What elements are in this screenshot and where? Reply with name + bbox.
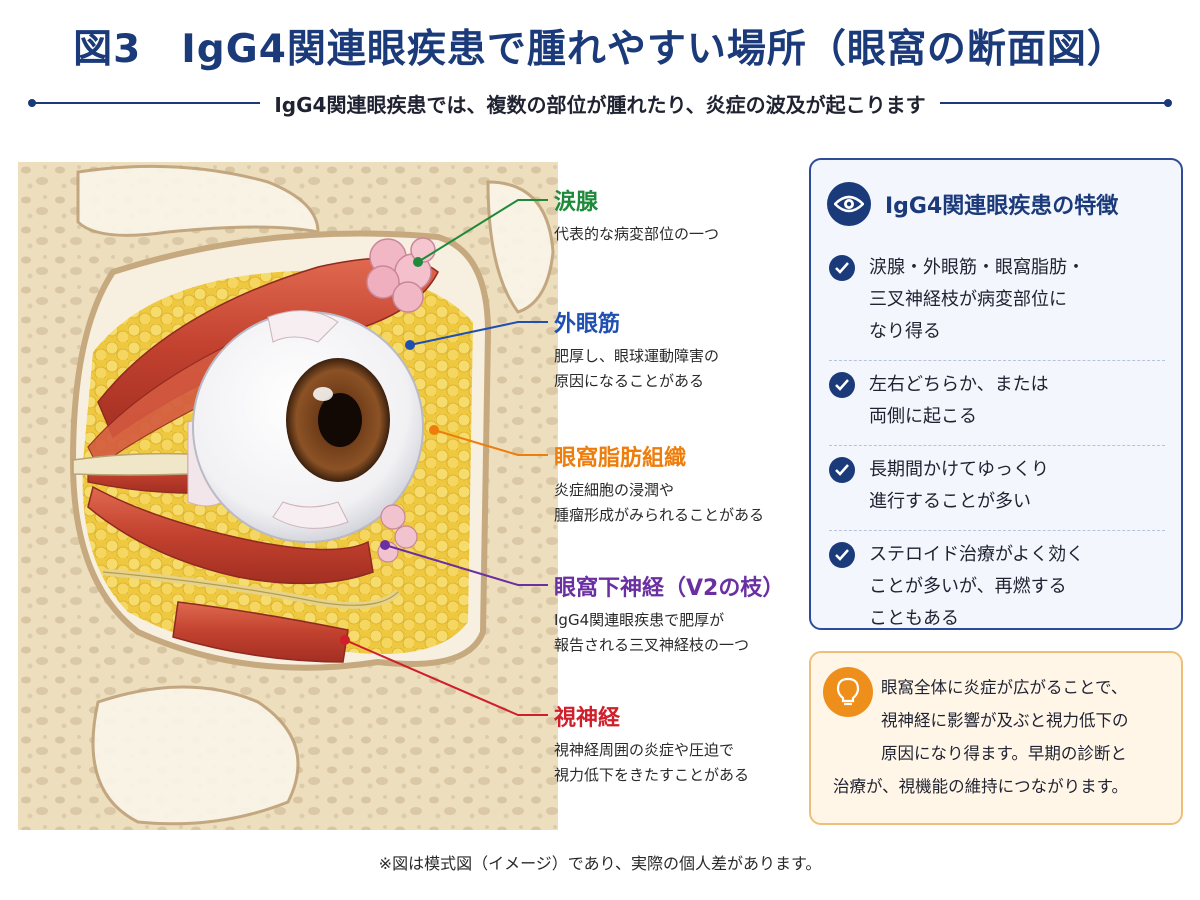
- feature-text: 涙腺・外眼筋・眼窩脂肪・ 三叉神経枝が病変部位に なり得る: [869, 257, 1085, 342]
- label-desc: IgG4関連眼疾患で肥厚が 報告される三叉神経枝の一つ: [554, 611, 750, 654]
- label-desc: 肥厚し、眼球運動障害の 原因になることがある: [554, 347, 720, 390]
- note-line: 眼窩全体に炎症が広がることで、: [881, 678, 1128, 697]
- subtitle-divider-left: [27, 99, 261, 107]
- inferior-rectus-muscle: [87, 485, 374, 585]
- check-icon: [829, 372, 855, 398]
- subtitle-divider-right: [939, 99, 1173, 107]
- subtitle-row: IgG4関連眼疾患では、複数の部位が腫れたり、炎症の波及が起こります: [27, 88, 1173, 118]
- label-desc: 炎症細胞の浸潤や 腫瘤形成がみられることがある: [554, 481, 765, 524]
- check-icon: [829, 457, 855, 483]
- note-line: 原因になり得ます。早期の診断と: [881, 744, 1127, 763]
- orbit-cross-section-illustration: [18, 162, 558, 830]
- features-title: IgG4関連眼疾患の特徴: [885, 194, 1119, 219]
- feature-text: 左右どちらか、または 両側に起こる: [869, 374, 1049, 427]
- feature-item: ステロイド治療がよく効く ことが多いが、再燃する こともある: [829, 531, 1165, 647]
- label-title: 視神経: [554, 706, 621, 731]
- footnote: ※図は模式図（イメージ）であり、実際の個人差があります。: [378, 854, 822, 873]
- label-title: 眼窩下神経（V2の枝）: [554, 576, 785, 601]
- label-lacrimal-gland: 涙腺 代表的な病変部位の一つ: [554, 184, 804, 247]
- label-extraocular-muscle: 外眼筋 肥厚し、眼球運動障害の 原因になることがある: [554, 306, 804, 394]
- label-orbital-fat: 眼窩脂肪組織 炎症細胞の浸潤や 腫瘤形成がみられることがある: [554, 440, 804, 528]
- label-optic-nerve: 視神経 視神経周囲の炎症や圧迫で 視力低下をきたすことがある: [554, 700, 804, 788]
- subtitle: IgG4関連眼疾患では、複数の部位が腫れたり、炎症の波及が起こります: [274, 92, 926, 117]
- inferior-oblique-muscle: [172, 601, 349, 663]
- label-title: 外眼筋: [554, 312, 621, 337]
- label-title: 眼窩脂肪組織: [554, 446, 687, 471]
- feature-text: 長期間かけてゆっくり 進行することが多い: [869, 459, 1049, 512]
- lightbulb-icon: [823, 667, 873, 717]
- check-icon: [829, 255, 855, 281]
- note-panel: 眼窩全体に炎症が広がることで、視神経に影響が及ぶと視力低下の原因になり得ます。早…: [809, 651, 1183, 825]
- feature-item: 涙腺・外眼筋・眼窩脂肪・ 三叉神経枝が病変部位に なり得る: [829, 244, 1165, 361]
- feature-item: 左右どちらか、または 両側に起こる: [829, 361, 1165, 446]
- feature-item: 長期間かけてゆっくり 進行することが多い: [829, 446, 1165, 531]
- page-title: 図3 IgG4関連眼疾患で腫れやすい場所（眼窩の断面図）: [73, 27, 1127, 72]
- label-infraorbital-nerve: 眼窩下神経（V2の枝） IgG4関連眼疾患で肥厚が 報告される三叉神経枝の一つ: [554, 570, 804, 658]
- label-desc: 代表的な病変部位の一つ: [554, 225, 720, 243]
- features-panel: IgG4関連眼疾患の特徴 涙腺・外眼筋・眼窩脂肪・ 三叉神経枝が病変部位に なり…: [809, 158, 1183, 630]
- features-list: 涙腺・外眼筋・眼窩脂肪・ 三叉神経枝が病変部位に なり得る 左右どちらか、または…: [829, 244, 1165, 647]
- note-text: 眼窩全体に炎症が広がることで、視神経に影響が及ぶと視力低下の原因になり得ます。早…: [833, 671, 1173, 803]
- feature-text: ステロイド治療がよく効く ことが多いが、再燃する こともある: [869, 544, 1085, 629]
- check-icon: [829, 542, 855, 568]
- pupil: [318, 393, 362, 447]
- label-desc: 視神経周囲の炎症や圧迫で 視力低下をきたすことがある: [554, 741, 750, 784]
- features-header: IgG4関連眼疾患の特徴: [811, 160, 1181, 226]
- note-line: 治療が、視機能の維持につながります。: [833, 777, 1129, 796]
- label-title: 涙腺: [554, 190, 599, 215]
- eye-icon: [827, 182, 871, 226]
- note-line: 視神経に影響が及ぶと視力低下の: [881, 711, 1129, 730]
